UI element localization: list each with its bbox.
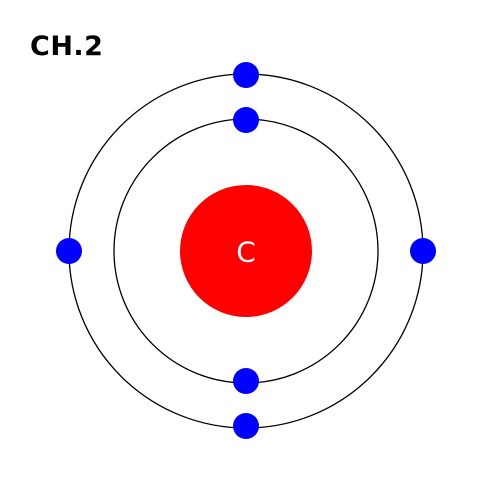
electron-inner-right: [410, 238, 436, 264]
electron-outer-bottom: [233, 413, 259, 439]
nucleus-symbol: C: [236, 236, 256, 269]
electron-inner-top: [233, 107, 259, 133]
nucleus: [180, 185, 312, 317]
electron-outer-top: [233, 62, 259, 88]
electron-inner-left: [56, 238, 82, 264]
diagram-title: CH.2: [30, 31, 104, 62]
electron-inner-bottom: [233, 368, 259, 394]
